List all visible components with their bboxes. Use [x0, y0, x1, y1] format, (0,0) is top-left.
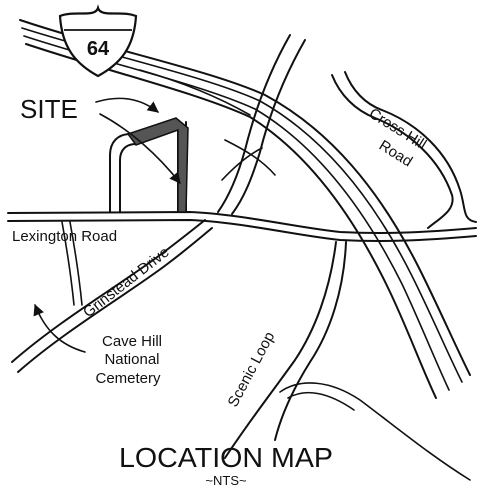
map-scale-note: ~NTS~ — [205, 473, 247, 488]
site-parcel — [126, 117, 189, 213]
scenic-loop-label: Scenic Loop — [225, 329, 279, 410]
lexington-road-label: Lexington Road — [12, 228, 117, 245]
cemetery-arrow — [33, 303, 86, 353]
cave-hill-label-line1: Cave Hill — [102, 333, 162, 350]
site-label: SITE — [20, 94, 78, 124]
interstate-number: 64 — [87, 38, 110, 60]
local-connector — [61, 221, 83, 306]
interstate-shield: 64 — [58, 4, 138, 78]
cave-hill-label-line2: National — [104, 351, 159, 368]
cross-hill-road — [331, 71, 477, 229]
site-arrow-top — [95, 97, 159, 113]
site-arrow-bottom — [99, 113, 181, 184]
map-title: LOCATION MAP — [119, 442, 333, 473]
interstate-64-road — [19, 19, 471, 399]
cave-hill-label-line3: Cemetery — [95, 370, 161, 387]
scenic-loop — [224, 241, 471, 481]
lexington-road — [7, 211, 477, 242]
grinstead-drive — [11, 219, 213, 373]
interchange-ramps — [139, 34, 306, 215]
grinstead-drive-label: Grinstead Drive — [80, 244, 173, 322]
